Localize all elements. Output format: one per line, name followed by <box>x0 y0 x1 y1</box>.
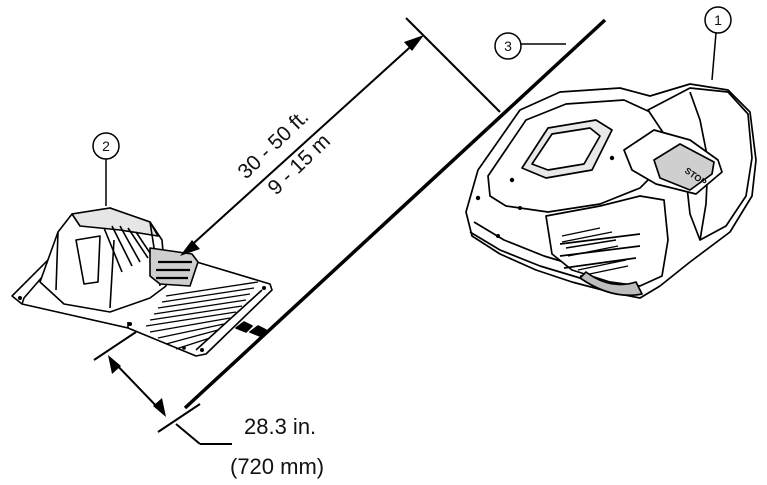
station-hood-top <box>71 207 159 237</box>
offset-arrowhead-top <box>108 355 121 374</box>
mower-wheel <box>579 271 643 297</box>
distance-arrowhead-top <box>404 35 424 51</box>
offset-extension-line <box>93 331 137 361</box>
distance-extension-line-top <box>405 17 501 113</box>
station-plate-ribs <box>145 281 259 350</box>
charging-station <box>11 207 273 357</box>
stop-button <box>653 143 715 191</box>
distance-dimension <box>180 17 501 256</box>
mower-fasteners <box>475 155 615 238</box>
station-hood-window <box>75 235 101 285</box>
offset-metric-label: (720 mm) <box>230 454 324 479</box>
offset-extension-line-2 <box>157 403 201 433</box>
callout-3: 3 <box>494 32 566 60</box>
mower-top-panel-inner <box>531 127 601 171</box>
offset-imperial-label: 28.3 in. <box>244 414 316 439</box>
boundary-wire <box>183 18 607 410</box>
station-hood <box>39 207 167 313</box>
robotic-mower: STOP <box>465 83 757 299</box>
offset-leader <box>175 423 201 445</box>
offset-arrow-line <box>111 359 163 413</box>
mower-charging-strips <box>561 227 629 277</box>
callout-1-number: 1 <box>714 12 722 28</box>
offset-arrowhead-bottom <box>153 398 166 417</box>
callout-1: 1 <box>704 6 732 81</box>
distance-arrow-line <box>184 39 419 252</box>
callout-2: 2 <box>92 132 120 206</box>
callout-3-number: 3 <box>504 38 512 54</box>
station-contacts <box>149 247 199 287</box>
wire-connector <box>235 321 267 337</box>
callout-2-number: 2 <box>102 138 110 154</box>
distance-arrowhead-bottom <box>180 240 200 256</box>
station-contact-plates <box>156 260 192 280</box>
offset-dimension <box>93 331 232 445</box>
